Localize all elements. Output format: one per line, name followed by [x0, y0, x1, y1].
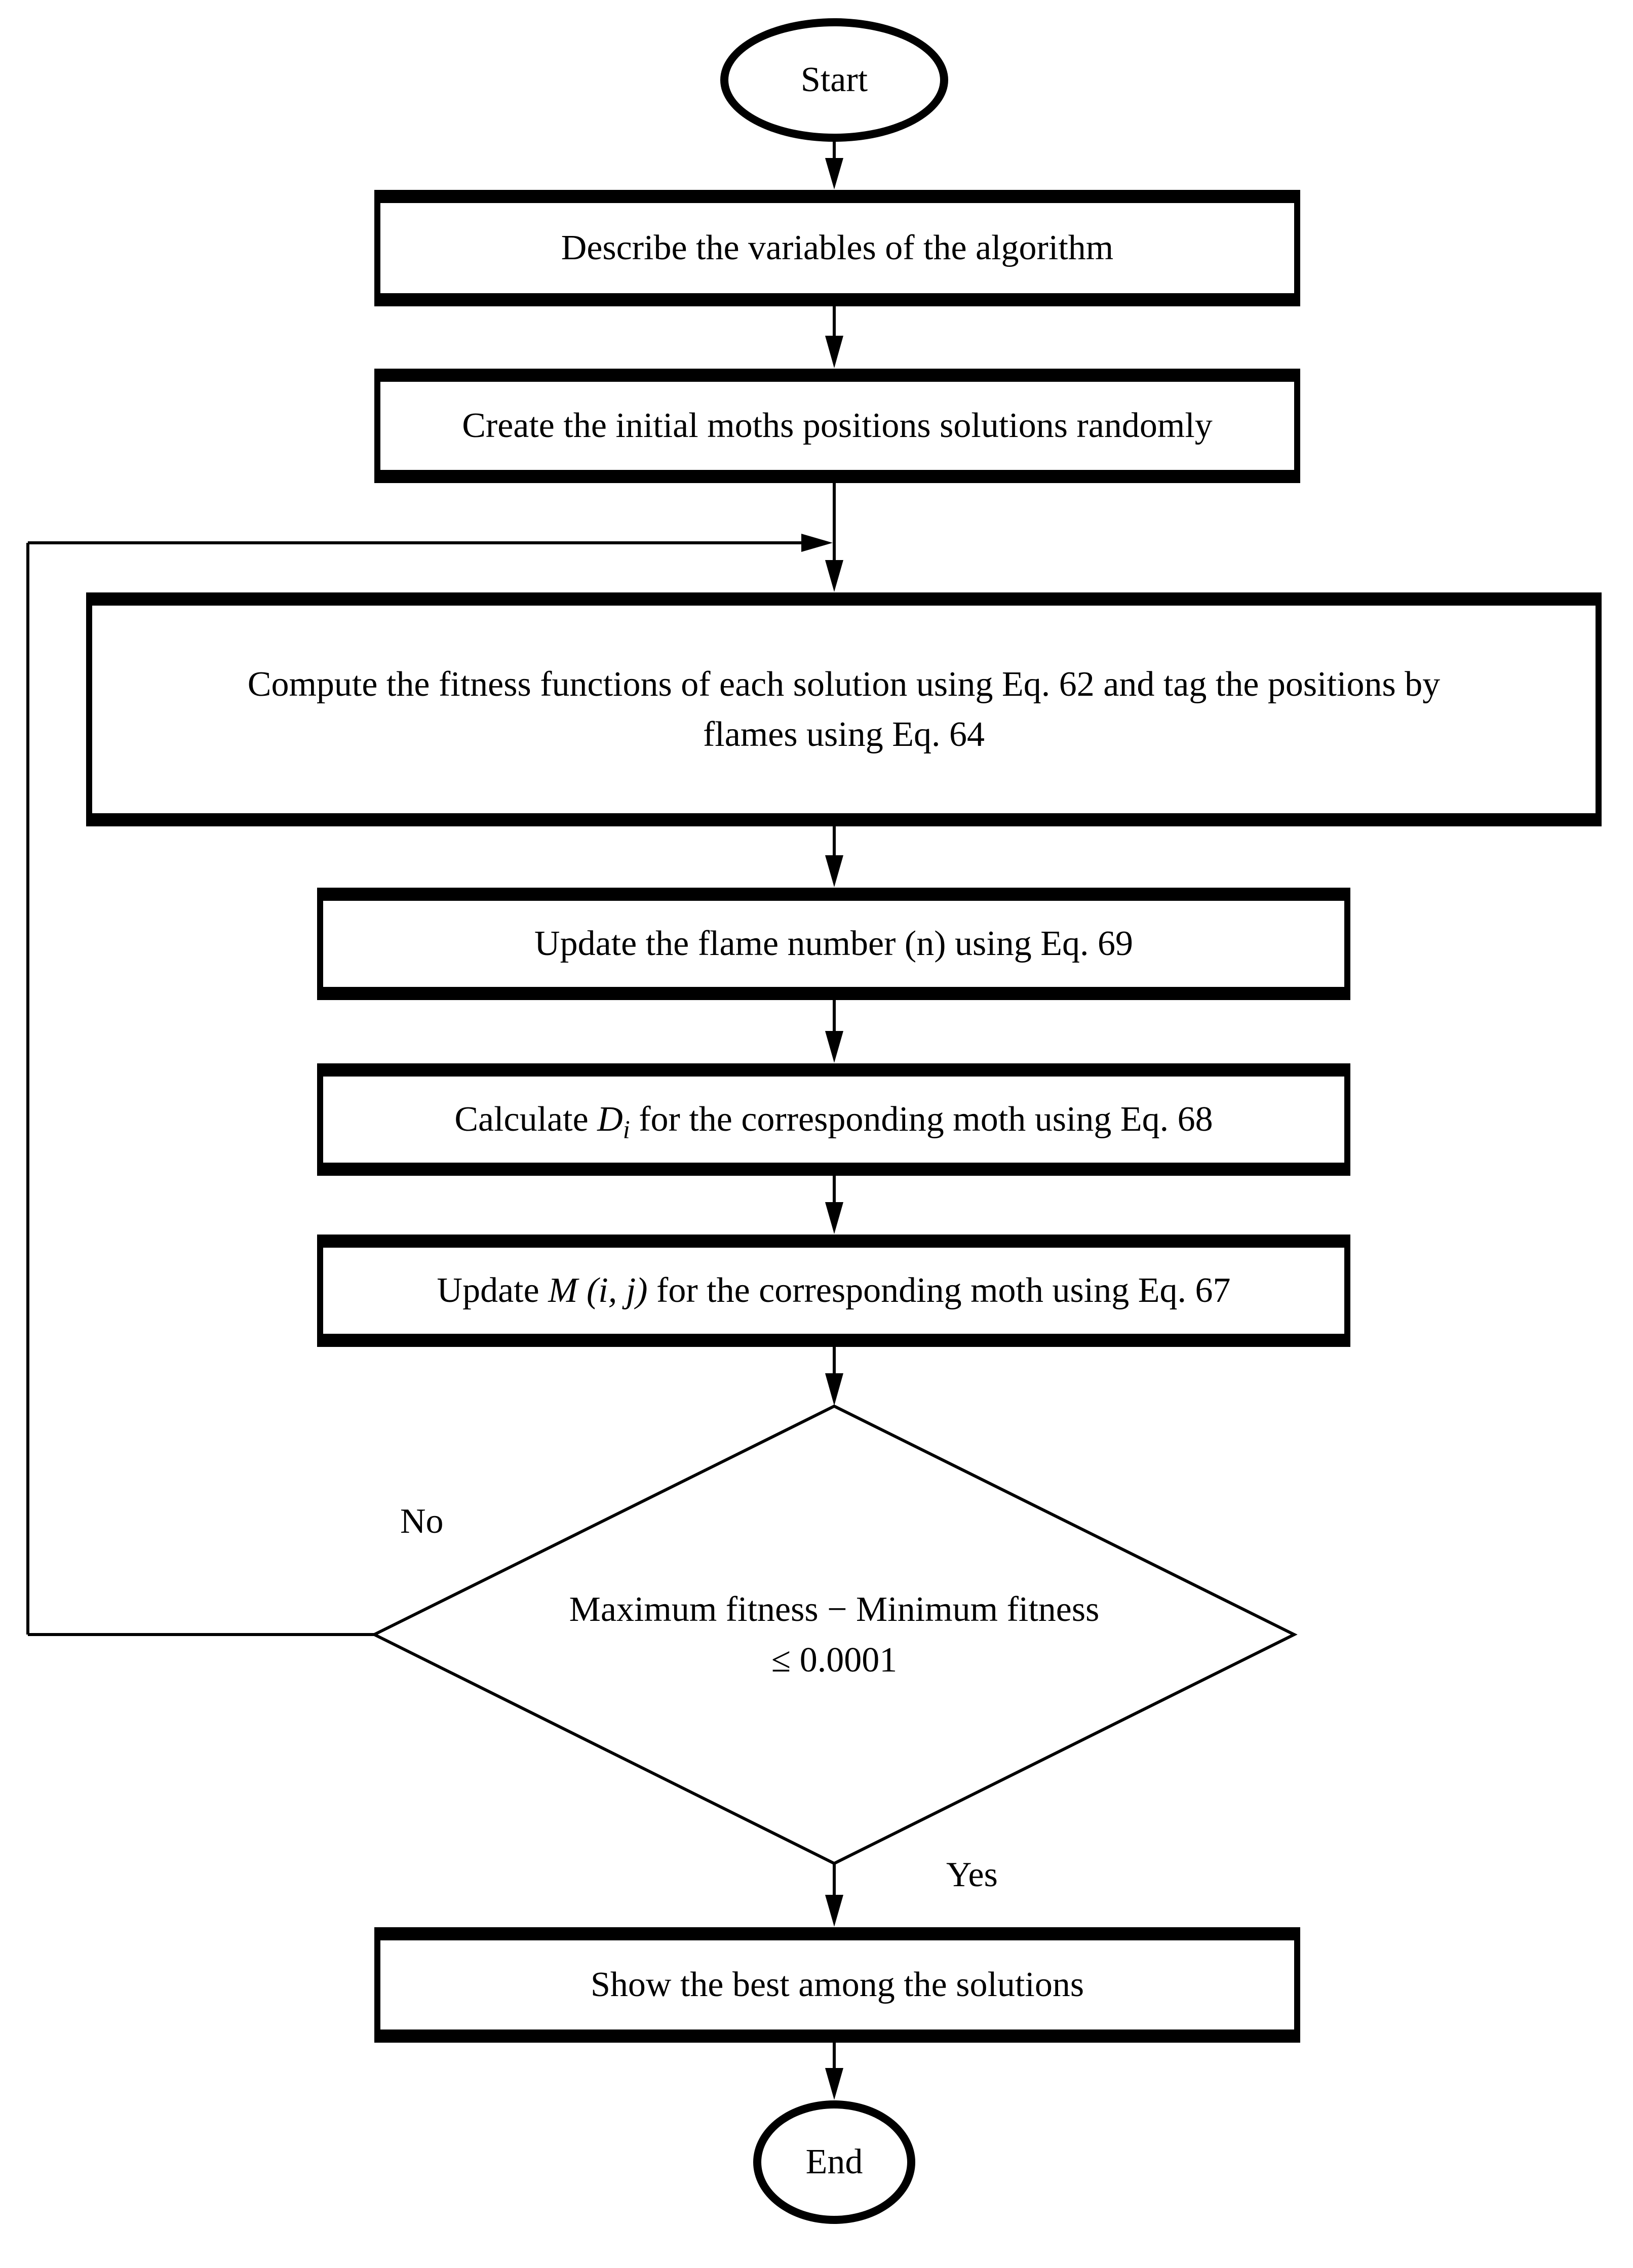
node-label: Show the best among the solutions: [590, 1965, 1084, 2005]
arrowhead-compute-to-updateflame: [825, 855, 843, 887]
arrowhead-updatem-to-decision: [825, 1373, 843, 1406]
node-calculate-di: Calculate Di for the corresponding moth …: [317, 1063, 1350, 1176]
arrowhead-decision-yes-to-showbest: [825, 1895, 843, 1927]
calculate-di-subscript: i: [623, 1116, 630, 1144]
node-update-flame-number: Update the flame number (n) using Eq. 69: [317, 888, 1350, 1000]
node-show-best: Show the best among the solutions: [374, 1927, 1300, 2043]
node-update-mij: Update M (i, j) for the corresponding mo…: [317, 1235, 1350, 1347]
arrowhead-calculated-to-updatem: [825, 1202, 843, 1234]
node-label: Maximum fitness − Minimum fitness: [569, 1590, 1100, 1629]
node-label: flames using Eq. 64: [703, 715, 985, 754]
node-label: Update the flame number (n) using Eq. 69: [534, 924, 1133, 964]
node-describe-variables: Describe the variables of the algorithm: [374, 190, 1300, 306]
arrowhead-create-to-compute: [825, 560, 843, 592]
calculate-di-suffix: for the corresponding moth using Eq. 68: [630, 1100, 1213, 1139]
node-label: Compute the fitness functions of each so…: [247, 664, 1441, 704]
node-label: Create the initial moths positions solut…: [462, 406, 1213, 446]
node-decision: Maximum fitness − Minimum fitness ≤ 0.00…: [374, 1406, 1294, 1863]
arrowhead-start-to-describe: [825, 158, 843, 189]
node-compute-fitness: Compute the fitness functions of each so…: [86, 592, 1602, 826]
node-label: Calculate Di for the corresponding moth …: [454, 1094, 1213, 1144]
label-no: No: [400, 1502, 444, 1541]
node-label: End: [805, 2142, 863, 2182]
update-mij-variable: M (i, j): [548, 1271, 648, 1310]
node-start: Start: [720, 18, 948, 142]
node-label: Update M (i, j) for the corresponding mo…: [437, 1265, 1231, 1316]
arrowhead-no-loop: [801, 534, 833, 552]
node-label: Describe the variables of the algorithm: [561, 228, 1114, 268]
arrowhead-updateflame-to-calculated: [825, 1031, 843, 1063]
arrowhead-describe-to-create: [825, 336, 843, 368]
arrowhead-showbest-to-end: [825, 2068, 843, 2100]
node-label: Start: [800, 60, 868, 100]
label-yes: Yes: [946, 1855, 998, 1894]
calculate-di-prefix: Calculate: [454, 1100, 598, 1139]
update-mij-prefix: Update: [437, 1271, 549, 1310]
decision-diamond-shape: [371, 1404, 1298, 1865]
update-mij-suffix: for the corresponding moth using Eq. 67: [647, 1271, 1231, 1310]
node-label: ≤ 0.0001: [771, 1640, 898, 1680]
node-create-initial-moths: Create the initial moths positions solut…: [374, 369, 1300, 483]
calculate-di-variable: D: [597, 1100, 623, 1139]
node-end: End: [753, 2100, 915, 2224]
